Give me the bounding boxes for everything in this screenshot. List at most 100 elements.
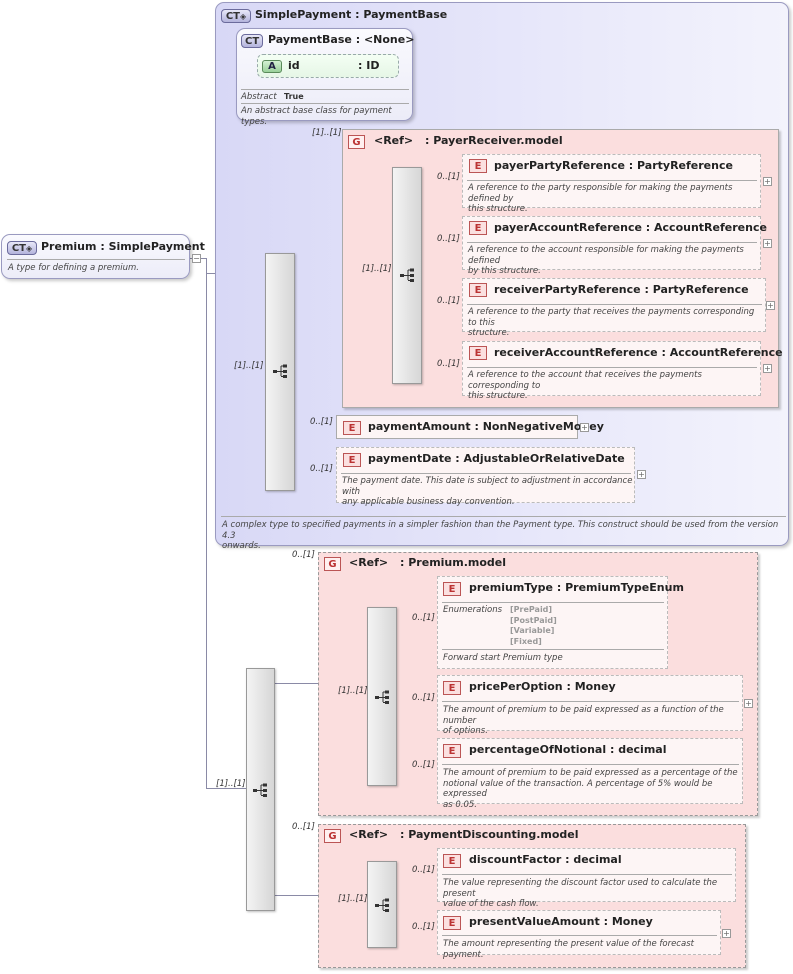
element-title: paymentDate : AdjustableOrRelativeDate (368, 452, 625, 465)
group-icon: G (324, 557, 341, 571)
element-description: The amount of premium to be paid express… (443, 768, 738, 810)
expand-toggle[interactable]: + (763, 177, 772, 186)
element-cardinality: 0..[1] (412, 613, 435, 623)
group-cardinality: 0..[1] (292, 822, 315, 832)
element-description: Forward start Premium type (443, 653, 563, 663)
expand-toggle[interactable]: + (763, 239, 772, 248)
element-cardinality: 0..[1] (310, 417, 333, 427)
group-title: : PayerReceiver.model (425, 134, 563, 147)
discount-factor-element[interactable]: E discountFactor : decimal The value rep… (437, 848, 736, 909)
expand-toggle[interactable]: + (722, 929, 731, 938)
premium-description: A type for defining a premium. (8, 263, 139, 273)
receiver-party-reference-element[interactable]: E receiverPartyReference : PartyReferenc… (462, 278, 766, 338)
sequence-cardinality: [1]..[1] (362, 264, 392, 274)
enum-value: [PostPaid] (510, 615, 557, 625)
percentage-of-notional-element[interactable]: E percentageOfNotional : decimal The amo… (437, 738, 743, 810)
premium-type-box[interactable]: CT◈ Premium : SimplePayment A type for d… (1, 234, 205, 279)
expand-toggle[interactable]: + (580, 423, 589, 432)
element-icon: E (469, 346, 487, 360)
element-title: presentValueAmount : Money (469, 915, 653, 928)
payer-account-reference-element[interactable]: E payerAccountReference : AccountReferen… (462, 216, 767, 276)
id-attribute[interactable]: A id : ID (257, 54, 399, 78)
element-cardinality: 0..[1] (437, 296, 460, 306)
enum-value: [Fixed] (510, 636, 542, 646)
price-per-option-element[interactable]: E pricePerOption : Money The amount of p… (437, 675, 743, 736)
element-icon: E (343, 453, 361, 467)
element-cardinality: 0..[1] (412, 693, 435, 703)
payment-base-title: PaymentBase : <None> (268, 33, 415, 46)
present-value-amount-element[interactable]: E presentValueAmount : Money The amount … (437, 910, 721, 960)
premium-type-title: Premium : SimplePayment (41, 240, 205, 253)
payment-base-description: An abstract base class for payment types… (241, 106, 392, 127)
element-icon: E (443, 582, 461, 596)
sequence-cardinality: [1]..[1] (338, 686, 368, 696)
sequence-compositor[interactable] (367, 861, 397, 948)
divider (241, 89, 409, 90)
element-icon: E (469, 221, 487, 235)
complex-type-icon: CT (241, 34, 263, 48)
enum-value: [PrePaid] (510, 605, 553, 614)
element-cardinality: 0..[1] (412, 922, 435, 932)
sequence-icon (400, 268, 414, 282)
divider (467, 304, 762, 305)
sequence-cardinality: [1]..[1] (234, 361, 264, 371)
simple-payment-title: SimplePayment : PaymentBase (255, 8, 448, 21)
expand-toggle[interactable]: + (763, 364, 772, 373)
expand-toggle[interactable]: + (766, 301, 775, 310)
simple-payment-description: A complex type to specified payments in … (222, 520, 779, 551)
abstract-label: Abstract (241, 92, 277, 102)
collapse-toggle[interactable]: − (192, 254, 201, 263)
sequence-compositor[interactable] (246, 668, 275, 911)
divider (442, 874, 732, 875)
element-description: A reference to the party responsible for… (468, 183, 733, 214)
divider (7, 259, 185, 260)
payment-amount-element[interactable]: E paymentAmount : NonNegativeMoney (336, 415, 604, 439)
element-title: payerPartyReference : PartyReference (494, 159, 733, 172)
attribute-type: : ID (358, 59, 380, 72)
element-icon: E (343, 421, 361, 435)
sequence-compositor[interactable] (367, 607, 397, 786)
payment-base-type-box[interactable]: CT PaymentBase : <None> A id : ID Abstra… (236, 28, 415, 127)
element-cardinality: 0..[1] (310, 464, 333, 474)
payer-party-reference-element[interactable]: E payerPartyReference : PartyReference A… (462, 154, 761, 214)
element-icon: E (443, 744, 461, 758)
element-description: A reference to the party that receives t… (468, 307, 755, 338)
element-title: paymentAmount : NonNegativeMoney (368, 420, 604, 433)
element-cardinality: 0..[1] (437, 234, 460, 244)
group-cardinality: 0..[1] (292, 550, 315, 560)
element-description: The amount representing the present valu… (443, 939, 694, 960)
sequence-cardinality: [1]..[1] (338, 894, 368, 904)
sequence-icon (375, 690, 389, 704)
sequence-compositor[interactable] (265, 253, 295, 491)
enumeration-list: [PrePaid] [PostPaid] [Variable] [Fixed] (510, 605, 557, 647)
divider (467, 180, 757, 181)
premium-type-element[interactable]: E premiumType : PremiumTypeEnum Enumerat… (437, 576, 684, 669)
element-description: A reference to the account responsible f… (468, 245, 744, 276)
group-ref: <Ref> (349, 556, 389, 569)
group-ref: <Ref> (374, 134, 414, 147)
complex-type-icon: CT◈ (221, 9, 251, 23)
element-icon: E (469, 159, 487, 173)
divider (442, 602, 664, 603)
expand-toggle[interactable]: + (637, 470, 646, 479)
enum-value: [Variable] (510, 626, 555, 635)
group-icon: G (324, 829, 341, 843)
sequence-compositor[interactable] (392, 167, 422, 384)
attribute-icon: A (262, 60, 282, 73)
sequence-icon (375, 898, 389, 912)
payment-date-element[interactable]: E paymentDate : AdjustableOrRelativeDate… (336, 447, 635, 507)
sequence-cardinality: [1]..[1] (216, 779, 246, 789)
element-title: pricePerOption : Money (469, 680, 616, 693)
element-title: discountFactor : decimal (469, 853, 622, 866)
attribute-name: id (288, 59, 300, 72)
expand-toggle[interactable]: + (744, 699, 753, 708)
divider (467, 242, 757, 243)
receiver-account-reference-element[interactable]: E receiverAccountReference : AccountRefe… (462, 341, 783, 401)
divider (442, 935, 717, 936)
element-description: A reference to the account that receives… (468, 370, 702, 401)
element-cardinality: 0..[1] (437, 172, 460, 182)
element-description: The payment date. This date is subject t… (342, 476, 633, 507)
group-cardinality: [1]..[1] (312, 128, 342, 138)
abstract-value: True (284, 92, 304, 101)
complex-type-icon: CT◈ (7, 241, 37, 255)
